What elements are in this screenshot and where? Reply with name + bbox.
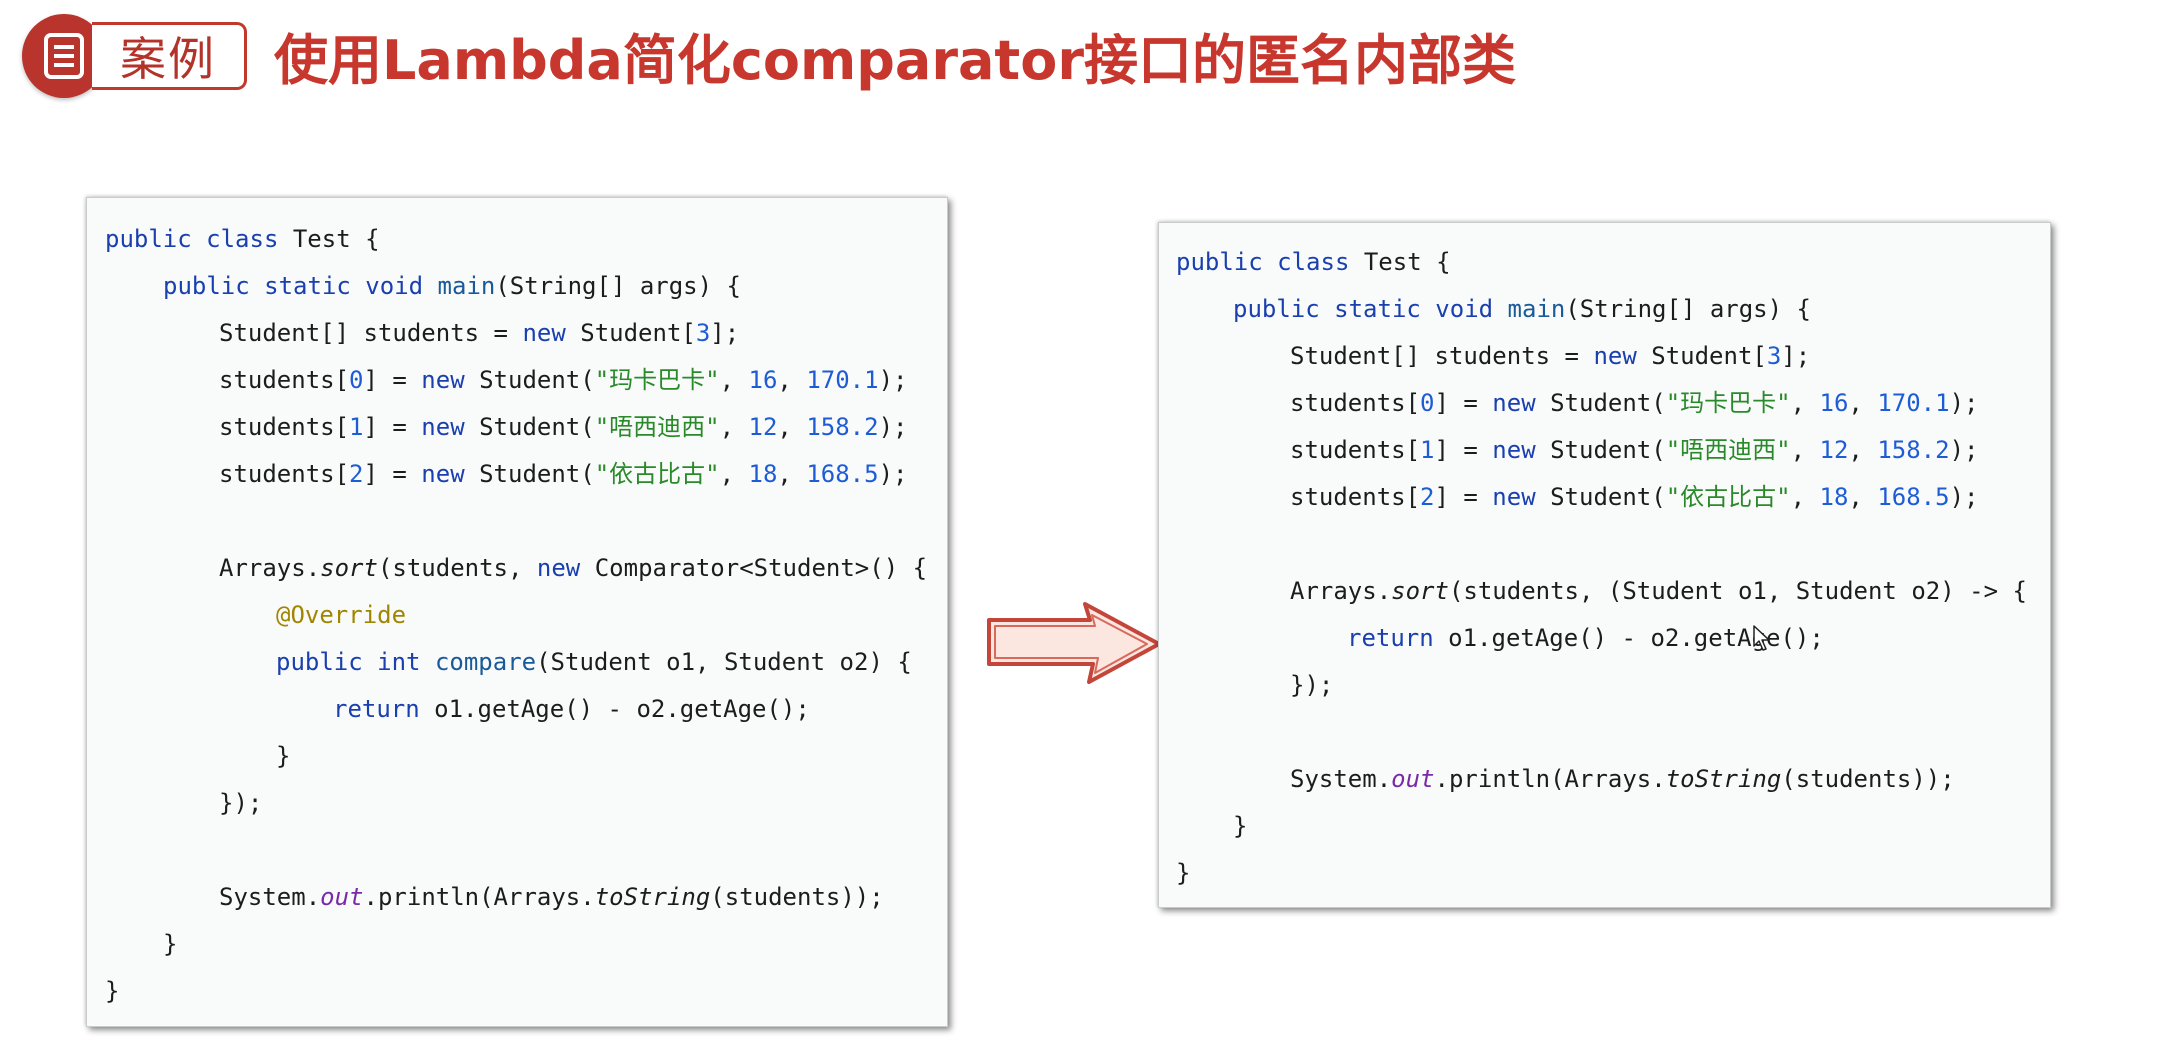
code-line: Student[] students = new Student[3];	[219, 319, 740, 347]
code-line: return o1.getAge() - o2.getAge();	[1347, 624, 1824, 652]
code-line: public int compare(Student o1, Student o…	[276, 648, 912, 676]
mouse-cursor-icon	[1753, 625, 1770, 651]
code-line: students[1] = new Student("唔西迪西", 12, 15…	[1290, 436, 1979, 464]
code-line: return o1.getAge() - o2.getAge();	[333, 695, 810, 723]
code-panel-anonymous-class: public class Test { public static void m…	[86, 197, 948, 1027]
code-line: }	[276, 742, 291, 770]
case-label: 案例	[92, 22, 247, 90]
code-panel-lambda: public class Test { public static void m…	[1158, 222, 2051, 908]
code-line: }	[163, 930, 178, 958]
code-line: students[0] = new Student("玛卡巴卡", 16, 17…	[1290, 389, 1979, 417]
code-line: });	[1290, 671, 1334, 699]
code-line: students[2] = new Student("依古比古", 18, 16…	[1290, 483, 1979, 511]
code-line: public static void main(String[] args) {	[163, 272, 741, 300]
code-line: });	[219, 789, 263, 817]
code-line: public class Test {	[105, 225, 380, 253]
page-title: 使用Lambda简化comparator接口的匿名内部类	[274, 29, 1516, 92]
code-line: @Override	[276, 601, 407, 629]
code-line: students[1] = new Student("唔西迪西", 12, 15…	[219, 413, 908, 441]
code-line: Arrays.sort(students, new Comparator<Stu…	[219, 554, 928, 582]
code-line: Arrays.sort(students, (Student o1, Stude…	[1290, 577, 2027, 605]
code-line: }	[1233, 812, 1248, 840]
code-line: System.out.println(Arrays.toString(stude…	[1290, 765, 1955, 793]
code-line: public class Test {	[1176, 248, 1451, 276]
code-line: students[0] = new Student("玛卡巴卡", 16, 17…	[219, 366, 908, 394]
code-line: Student[] students = new Student[3];	[1290, 342, 1811, 370]
code-line: System.out.println(Arrays.toString(stude…	[219, 883, 884, 911]
code-line: students[2] = new Student("依古比古", 18, 16…	[219, 460, 908, 488]
code-line: }	[105, 977, 120, 1005]
code-line: }	[1176, 859, 1191, 887]
code-line: public static void main(String[] args) {	[1233, 295, 1811, 323]
right-arrow-icon	[987, 602, 1161, 684]
